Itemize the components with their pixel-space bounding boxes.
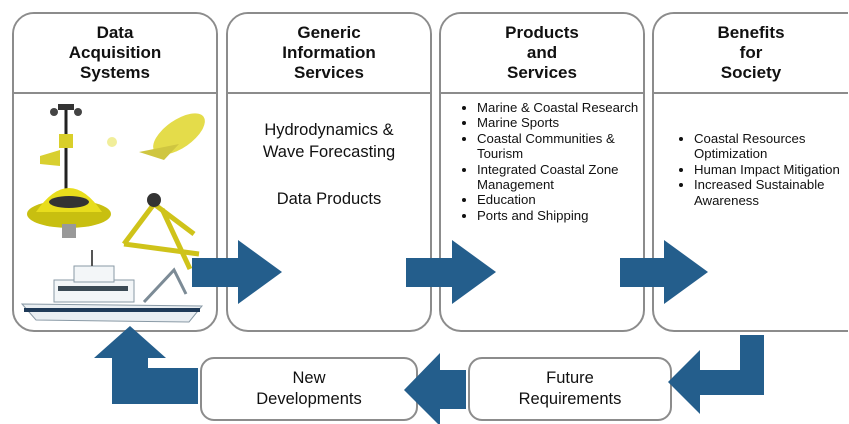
box-text-line: Requirements	[518, 390, 622, 408]
panel-title-line: Benefits	[717, 23, 785, 42]
panel-title-line: Society	[720, 63, 782, 82]
panel-title-line: Products	[505, 23, 579, 42]
benefits-society-header: Benefits for Society	[654, 14, 848, 94]
products-services-header: Products and Services	[441, 14, 643, 94]
panel-title-line: Data	[96, 23, 134, 42]
ocean-instruments-illustration	[20, 104, 205, 323]
panel-title-line: Services	[507, 63, 577, 82]
text-line: Hydrodynamics &	[264, 121, 394, 139]
arrow-right-icon	[406, 240, 496, 304]
panel-title-line: and	[526, 43, 558, 62]
list-item: Education	[477, 192, 643, 207]
arrow-down-left-icon	[668, 335, 764, 414]
research-ship-icon	[20, 250, 204, 323]
box-text-line: Developments	[256, 390, 362, 408]
panel-title-line: for	[739, 43, 763, 62]
text-line: Wave Forecasting	[262, 143, 396, 161]
future-requirements-box: Future Requirements	[468, 357, 672, 421]
data-acquisition-header: Data Acquisition Systems	[14, 14, 216, 94]
panel-title-line: Services	[294, 63, 364, 82]
arrow-up-return-icon	[94, 326, 198, 404]
panel-title-line: Information	[282, 43, 376, 62]
list-item: Increased Sustainable Awareness	[694, 177, 848, 208]
list-item: Coastal Resources Optimization	[694, 131, 848, 162]
panel-title-line: Generic	[297, 23, 361, 42]
products-services-panel: Products and Services Marine & Coastal R…	[439, 12, 645, 332]
new-developments-box: New Developments	[200, 357, 418, 421]
list-item: Marine & Coastal Research	[477, 100, 643, 115]
panel-title-line: Acquisition	[68, 43, 162, 62]
list-item: Human Impact Mitigation	[694, 162, 848, 177]
arrow-right-icon	[620, 240, 708, 304]
buoy-icon	[27, 104, 111, 238]
benefits-list: Coastal Resources Optimization Human Imp…	[674, 131, 848, 208]
list-item: Marine Sports	[477, 115, 643, 130]
data-products-text: Data Products	[276, 190, 382, 208]
arrow-left-icon	[404, 353, 466, 424]
panel-title-line: Systems	[80, 63, 150, 82]
data-acquisition-panel: Data Acquisition Systems	[12, 12, 218, 332]
tripod-frame-icon	[122, 193, 200, 271]
glider-icon	[107, 113, 205, 160]
products-list: Marine & Coastal Research Marine Sports …	[457, 100, 643, 223]
list-item: Ports and Shipping	[477, 208, 643, 223]
list-item: Integrated Coastal Zone Management	[477, 162, 643, 193]
box-text-line: Future	[546, 369, 594, 387]
box-text-line: New	[292, 369, 326, 387]
hydrodynamics-forecasting-text: Hydrodynamics & Wave Forecasting	[228, 119, 430, 163]
list-item: Coastal Communities & Tourism	[477, 131, 643, 162]
arrow-right-icon	[192, 240, 282, 304]
generic-information-header: Generic Information Services	[228, 14, 430, 94]
